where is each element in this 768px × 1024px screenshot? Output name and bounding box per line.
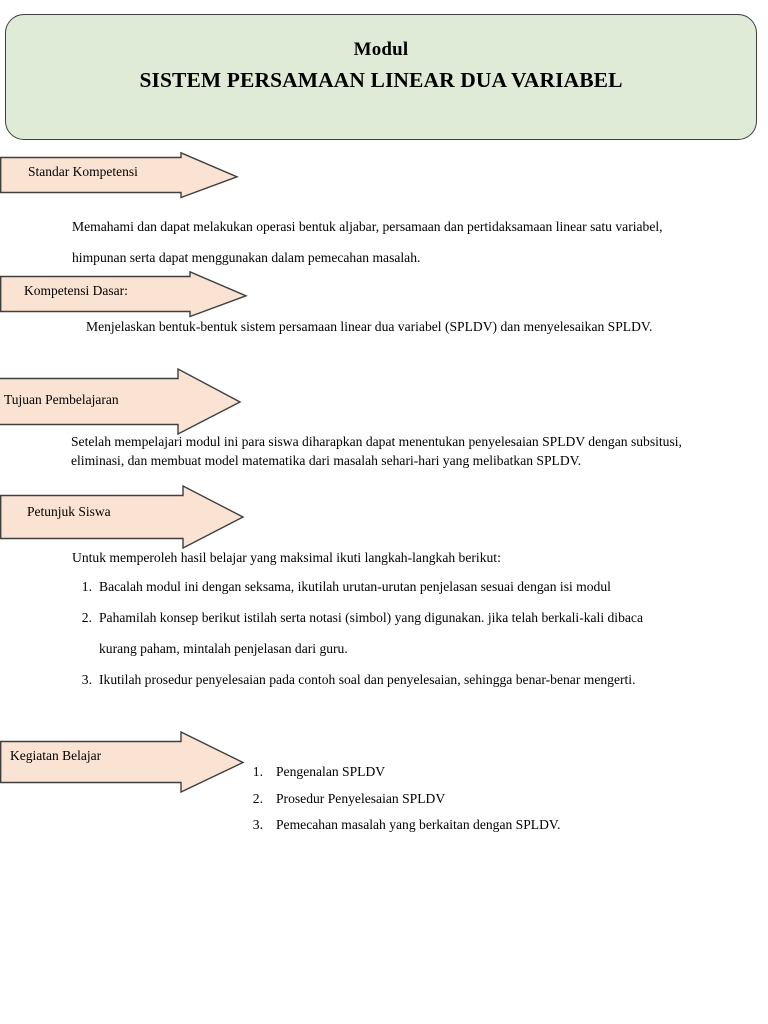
list-item: 1. Bacalah modul ini dengan seksama, iku… <box>70 571 670 602</box>
list-item-number: 2. <box>81 610 92 625</box>
list-item-number: 2. <box>252 790 263 806</box>
arrow-label-kegiatan-belajar: Kegiatan Belajar <box>10 748 102 763</box>
list-kegiatan-belajar: 1. Pengenalan SPLDV 2. Prosedur Penyeles… <box>243 759 693 839</box>
list-item-text: Prosedur Penyelesaian SPLDV <box>276 790 446 806</box>
list-item: 1. Pengenalan SPLDV <box>243 759 693 786</box>
list-item-text: Bacalah modul ini dengan seksama, ikutil… <box>99 579 611 594</box>
arrow-label-standar-kompetensi: Standar Kompetensi <box>28 164 138 179</box>
paragraph-petunjuk-siswa: Untuk memperoleh hasil belajar yang maks… <box>72 550 501 565</box>
arrow-label-petunjuk-siswa: Petunjuk Siswa <box>27 504 111 519</box>
list-item: 2. Pahamilah konsep berikut istilah sert… <box>70 602 670 664</box>
list-item-number: 3. <box>81 672 92 687</box>
arrow-kegiatan-belajar <box>0 730 250 794</box>
list-item: 2. Prosedur Penyelesaian SPLDV <box>243 786 693 813</box>
arrow-kompetensi-dasar <box>0 270 250 321</box>
arrow-tujuan-pembelajaran <box>0 367 245 436</box>
list-item-text: Pemecahan masalah yang berkaitan dengan … <box>276 817 561 832</box>
arrow-standar-kompetensi <box>0 151 240 202</box>
list-item-text: Ikutilah prosedur penyelesaian pada cont… <box>99 672 636 687</box>
arrow-petunjuk-siswa <box>0 484 248 550</box>
list-item-number: 1. <box>252 764 263 779</box>
paragraph-kompetensi-dasar: Menjelaskan bentuk-bentuk sistem persama… <box>86 319 653 334</box>
module-title: Modul <box>353 39 409 60</box>
list-item-text: Pahamilah konsep berikut istilah serta n… <box>99 610 643 656</box>
arrow-label-tujuan-pembelajaran: Tujuan Pembelajaran <box>4 392 119 407</box>
module-subtitle: SISTEM PERSAMAAN LINEAR DUA VARIABEL <box>139 68 623 92</box>
list-item-number: 3. <box>252 817 263 832</box>
list-item: 3. Ikutilah prosedur penyelesaian pada c… <box>70 664 670 695</box>
arrow-label-kompetensi-dasar: Kompetensi Dasar: <box>24 283 128 298</box>
module-header-box: Modul SISTEM PERSAMAAN LINEAR DUA VARIAB… <box>5 14 757 140</box>
list-item-text: Pengenalan SPLDV <box>276 764 386 779</box>
paragraph-standar-kompetensi: Memahami dan dapat melakukan operasi ben… <box>72 219 663 265</box>
list-item-number: 1. <box>81 579 92 594</box>
paragraph-tujuan-pembelajaran: Setelah mempelajari modul ini para siswa… <box>71 434 682 468</box>
list-petunjuk-siswa: 1. Bacalah modul ini dengan seksama, iku… <box>70 571 670 695</box>
list-item: 3. Pemecahan masalah yang berkaitan deng… <box>243 812 693 839</box>
